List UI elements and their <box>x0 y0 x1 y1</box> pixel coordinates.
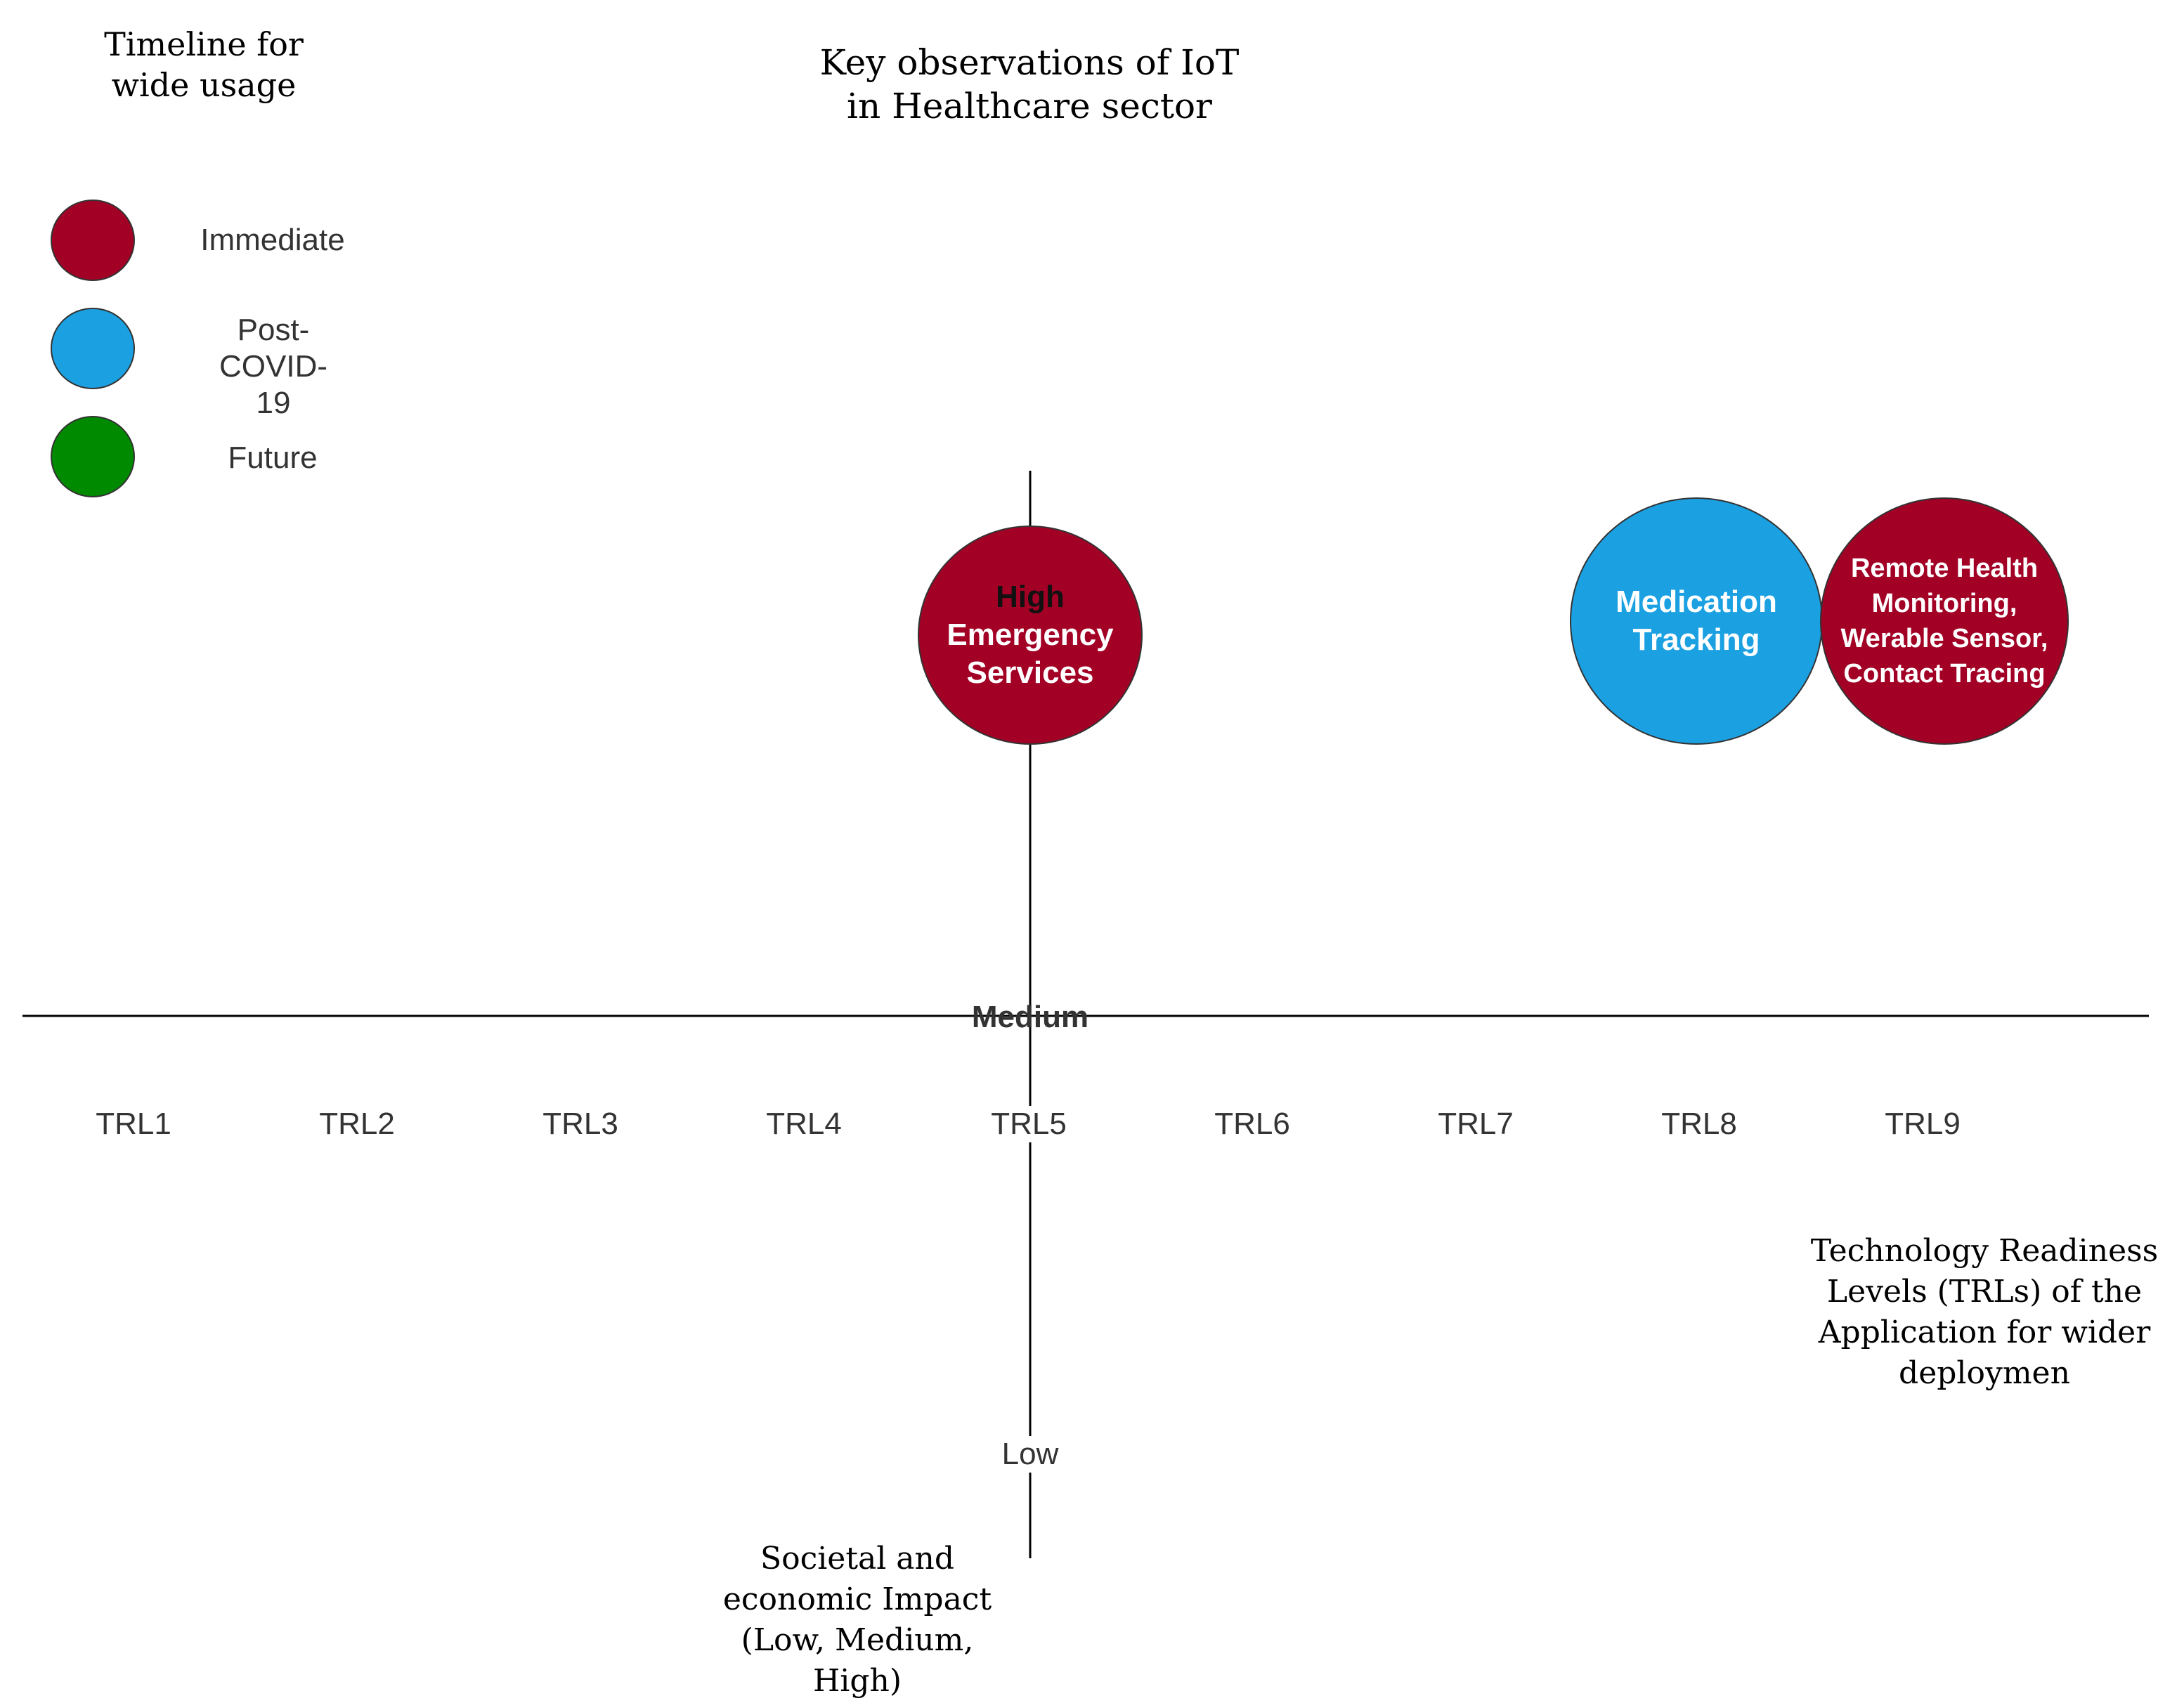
legend-title: Timeline for wide usage <box>104 25 304 104</box>
y-level-low: Low <box>960 1436 1100 1473</box>
bubble-emergency-services: High Emergency Services <box>918 526 1143 745</box>
legend-label-future: Future <box>228 441 318 475</box>
trl-label: TRL1 <box>96 1107 171 1141</box>
trl-label: TRL7 <box>1438 1107 1514 1141</box>
x-axis-title: Technology Readiness Levels (TRLs) of th… <box>1810 1233 2159 1391</box>
trl-label: TRL6 <box>1214 1107 1290 1141</box>
bubble-impact-label: High <box>996 580 1065 614</box>
bubble-label-remote-health-monitoring: Remote Health Monitoring, Werable Sensor… <box>1840 554 2048 689</box>
y-level-medium: Medium <box>971 1000 1089 1034</box>
trl-label: TRL3 <box>542 1107 618 1141</box>
legend-label-post-covid: Post-COVID-19 <box>219 313 327 420</box>
trl-label: TRL4 <box>766 1107 842 1141</box>
trl-label: TRL5 <box>958 1106 1099 1142</box>
y-axis-title: Societal and economic Impact (Low, Mediu… <box>722 1541 992 1699</box>
legend-swatch-future <box>51 416 135 497</box>
trl-label: TRL9 <box>1885 1107 1961 1141</box>
trl-label: TRL2 <box>319 1107 395 1141</box>
bubble-label-medication-tracking: Medication Tracking <box>1616 585 1777 657</box>
bubble-label-emergency-services: Emergency Services <box>947 618 1114 690</box>
diagram-title: Key observations of IoT in Healthcare se… <box>819 42 1240 126</box>
legend-label-immediate: Immediate <box>200 223 345 257</box>
bubble-medication-tracking: Medication Tracking <box>1570 497 1823 745</box>
bubble-remote-health-monitoring: Remote Health Monitoring, Werable Sensor… <box>1820 497 2069 745</box>
trl-label: TRL8 <box>1661 1107 1737 1141</box>
legend-swatch-immediate <box>51 200 135 281</box>
legend-swatch-post-covid <box>51 308 135 389</box>
